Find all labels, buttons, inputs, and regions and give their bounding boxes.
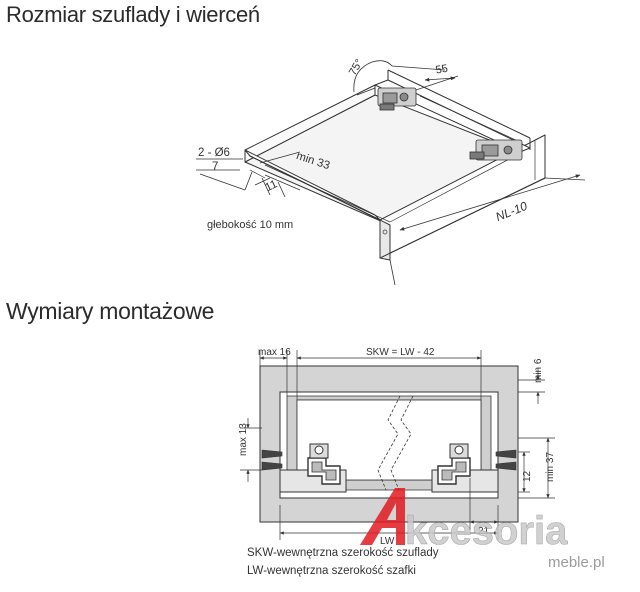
holes-label: 2 - Ø6 <box>198 147 230 159</box>
legend-skw: SKW-wewnętrzna szerokość szuflady <box>247 547 439 559</box>
watermark-brand: kcesoria <box>405 509 568 553</box>
max-13-label: max 13 <box>238 423 249 456</box>
break-lines <box>377 395 414 491</box>
watermark-logo: kcesoria meble.pl <box>360 488 605 571</box>
drawer-size-heading: Rozmiar szuflady i wierceń <box>6 2 260 27</box>
locking-device-rear <box>377 87 417 111</box>
max-16-label: max 16 <box>258 347 291 358</box>
nl-10-label: NL-10 <box>494 199 530 224</box>
dim-12-label: 12 <box>522 470 533 482</box>
dim-55-label: 55 <box>435 63 449 77</box>
min-37-label: min 37 <box>545 452 556 482</box>
watermark-sub: meble.pl <box>548 554 605 571</box>
dim-11-label: 11 <box>263 178 279 194</box>
mounting-dimensions-heading: Wymiary montażowe <box>6 298 215 324</box>
locking-device-front <box>469 139 523 161</box>
dim-21-label: 21 <box>478 526 490 537</box>
lw-label: LW <box>380 536 395 547</box>
angle-label: 75° <box>347 57 366 77</box>
min-6-label: min 6 <box>533 358 544 383</box>
runner-right <box>431 443 499 493</box>
legend-lw: LW-wewnętrzna szerokość szafki <box>247 565 416 577</box>
dim-7-label: 7 <box>212 161 218 173</box>
screws <box>261 449 517 471</box>
depth-label: głebokość 10 mm <box>207 219 293 231</box>
angle-dimension <box>353 60 393 96</box>
skw-label: SKW = LW - 42 <box>366 347 435 358</box>
runner-left <box>279 443 347 493</box>
